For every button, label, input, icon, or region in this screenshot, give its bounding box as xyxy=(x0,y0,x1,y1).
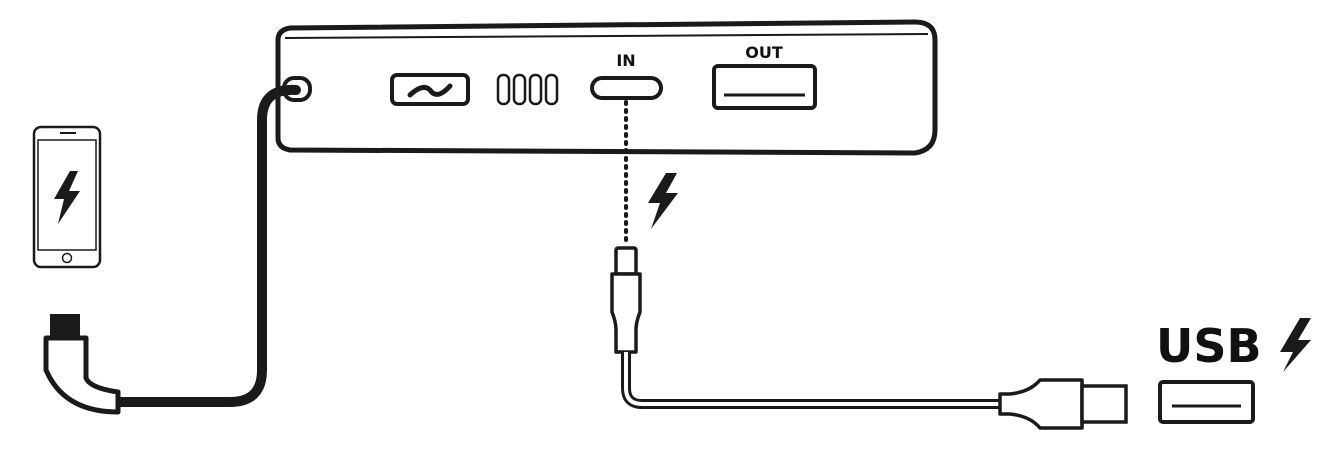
angled-plug xyxy=(43,335,121,415)
usb-a-plug-body xyxy=(998,378,1084,430)
usb-power-source: USB xyxy=(1156,318,1311,424)
angled-plug-tip xyxy=(50,314,80,338)
phone-charging-cable xyxy=(43,84,301,415)
usb-c-in-port xyxy=(590,76,663,100)
led-indicator xyxy=(496,73,511,106)
lightning-bolt-icon xyxy=(648,173,678,229)
input-cable-wire xyxy=(621,352,1004,409)
usb-c-plug-tip xyxy=(614,246,638,276)
usb-a-plug-tip xyxy=(1080,384,1128,424)
phone-bolt-icon xyxy=(54,171,80,224)
led-indicator xyxy=(512,73,527,106)
led-indicators xyxy=(496,73,559,106)
phone-home-button xyxy=(61,252,73,264)
usb-bolt-icon xyxy=(1280,318,1311,372)
usb-c-plug-body xyxy=(610,272,642,354)
usb-label: USB xyxy=(1156,319,1262,373)
out-port-label: OUT xyxy=(745,43,783,62)
power-bank: IN OUT xyxy=(275,19,938,156)
led-indicator xyxy=(528,73,543,106)
led-indicator xyxy=(544,73,559,106)
in-port-label: IN xyxy=(616,51,635,70)
input-cable xyxy=(610,246,1128,430)
usb-a-out-port xyxy=(712,64,817,110)
power-button-icon xyxy=(390,73,470,106)
power-bank-top-edge xyxy=(284,33,929,39)
usb-a-socket xyxy=(1158,380,1255,424)
smartphone-icon xyxy=(32,125,102,269)
